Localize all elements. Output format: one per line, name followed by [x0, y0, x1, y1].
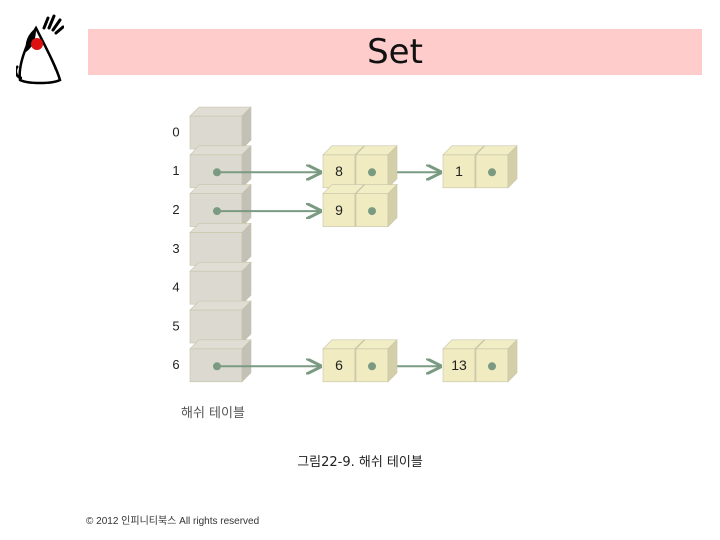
next-pointer-dot	[368, 168, 376, 177]
slide-title: Set	[367, 32, 423, 72]
node-value: 13	[451, 357, 467, 373]
slot-index-label: 4	[172, 280, 179, 295]
hash-slot	[189, 183, 252, 228]
hash-slot	[189, 222, 252, 267]
node-next-cell	[475, 145, 518, 189]
hash-slot	[189, 261, 252, 305]
hash-table-label: 해쉬 테이블	[181, 406, 245, 421]
duke-logo-icon	[16, 14, 64, 85]
node-next-cell	[475, 339, 518, 383]
copyright-notice: © 2012 인피니티북스 All rights reserved	[86, 516, 260, 527]
slot-index-label: 2	[172, 202, 179, 217]
next-pointer-dot	[368, 362, 376, 371]
node-value: 9	[335, 202, 343, 218]
slot-index-label: 6	[172, 357, 179, 372]
node-value: 1	[455, 163, 463, 179]
chain-node: 9	[322, 183, 398, 228]
node-next-cell	[355, 183, 398, 228]
hash-slot	[189, 300, 252, 344]
hash-slot	[189, 145, 252, 189]
node-next-cell	[355, 339, 398, 383]
node-value-cell	[322, 183, 365, 228]
chain-node: 8	[322, 145, 398, 189]
slot-index-label: 1	[172, 163, 179, 178]
node-value: 8	[335, 163, 343, 179]
slot-index-label: 0	[172, 124, 179, 139]
title-bar: Set	[88, 29, 702, 75]
figure-caption: 그림22-9. 해쉬 테이블	[297, 455, 423, 470]
next-pointer-dot	[488, 168, 496, 177]
chain-node: 13	[442, 339, 518, 383]
slot-index-label: 3	[172, 241, 179, 256]
chain-node: 6	[322, 339, 398, 383]
hash-slot	[189, 106, 252, 150]
node-value: 6	[335, 357, 343, 373]
slot-index-label: 5	[172, 318, 179, 333]
node-next-cell	[355, 145, 398, 189]
next-pointer-dot	[368, 207, 376, 216]
hash-slot	[189, 339, 252, 383]
next-pointer-dot	[488, 362, 496, 371]
chain-node: 1	[442, 145, 518, 189]
